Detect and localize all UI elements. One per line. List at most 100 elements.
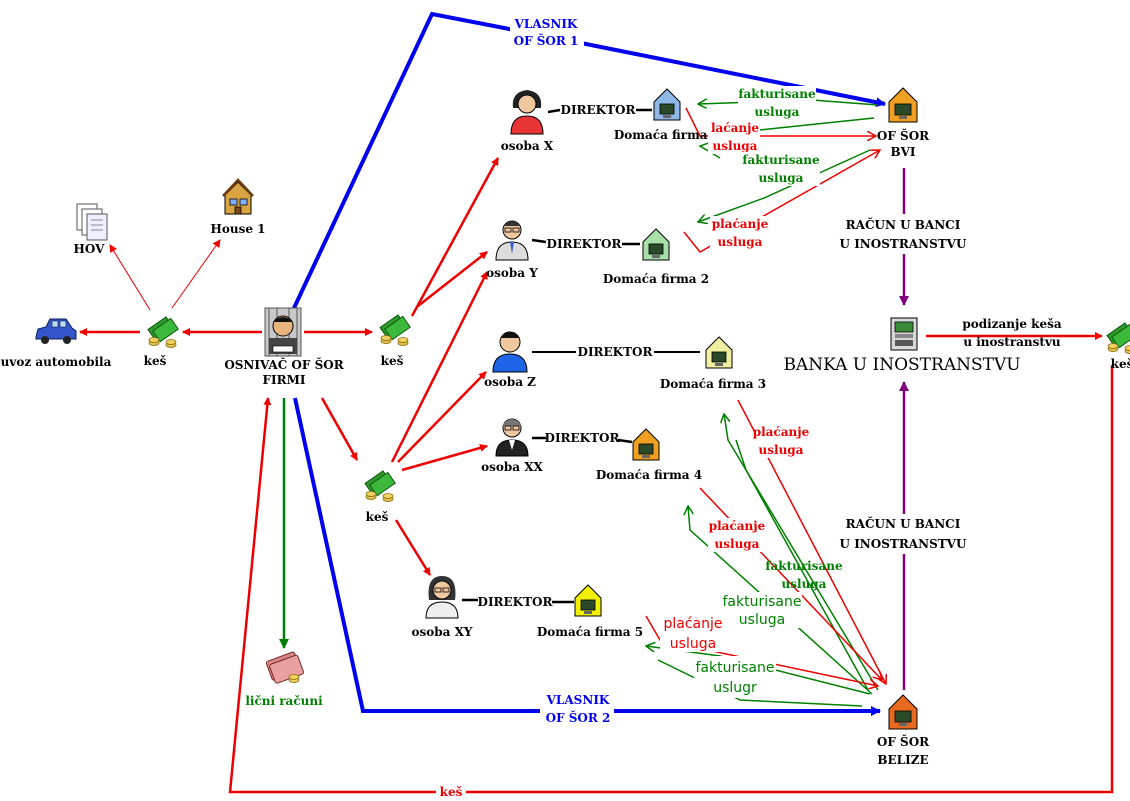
owner-1-label-line2: OF ŠOR 1	[514, 32, 579, 48]
car-label: uvoz automobila	[1, 355, 112, 369]
firm-2-label: Domaća firma 2	[603, 272, 709, 286]
cash-flow-founder-to-cash-lower	[320, 397, 359, 461]
cash-return-loop	[228, 365, 1114, 794]
offshore-bvi-icon	[888, 87, 918, 123]
cash-middle-label: keš	[381, 354, 404, 368]
director-label-z: DIREKTOR	[578, 345, 654, 359]
f3-payment-line1: plaćanje	[753, 425, 810, 439]
owner-2-label-line1: VLASNIK	[546, 693, 610, 707]
invoice-flow-belize-to-firm-5-b	[657, 659, 863, 707]
f2-payment-line2: usluga	[718, 235, 763, 249]
invoice-flow-belize-to-firm-3	[724, 414, 879, 691]
cash-left-label: keš	[144, 354, 167, 368]
hov-label: HOV	[74, 242, 106, 256]
f2-payment-line1: plaćanje	[712, 217, 769, 231]
withdraw-label-line2: u inostranstvu	[963, 335, 1061, 349]
osoba-y-icon	[495, 220, 529, 261]
founder-label-line2: FIRMI	[262, 373, 305, 387]
documents-icon	[76, 203, 108, 241]
f2-invoiced-line1: fakturisane	[742, 153, 820, 167]
offshore-bvi-label-line1: OF ŠOR	[877, 127, 930, 143]
osoba-x-icon	[510, 90, 544, 135]
director-label-xx: DIREKTOR	[545, 431, 621, 445]
cash-flow-cash-to-house	[171, 239, 221, 309]
f5-invoiced-b-line2: uslugr	[713, 680, 757, 696]
f1-invoiced-line1: fakturisane	[738, 87, 816, 101]
house-icon	[221, 178, 255, 216]
osoba-xx-icon	[495, 418, 529, 457]
firm-1-icon	[653, 88, 681, 121]
founder-prisoner-icon	[264, 307, 302, 357]
firm-1-label: Domaća firma 1	[614, 128, 720, 142]
firm-4-label: Domaća firma 4	[596, 468, 702, 482]
firm-3-label: Domaća firma 3	[660, 377, 766, 391]
personal-accounts-label: lični računi	[245, 694, 323, 708]
owner-1-label-line1: VLASNIK	[514, 17, 578, 31]
firm-2-icon	[642, 228, 670, 261]
bank-label: BANKA U INOSTRANSTVU	[783, 355, 1020, 375]
firm-5-label: Domaća firma 5	[537, 625, 643, 639]
firm-3-icon	[705, 336, 733, 369]
cash-flow-lower-to-osoba-y	[390, 271, 489, 463]
cash-lower-icon	[364, 470, 396, 502]
owner-2-label-line2: OF ŠOR 2	[546, 709, 611, 725]
osoba-xy-icon	[425, 576, 459, 619]
payment-flow-firm-1-to-bvi	[685, 107, 876, 136]
invoice-flow-bvi-to-firm-2	[698, 149, 871, 222]
f4-payment-line1: plaćanje	[709, 519, 766, 533]
house-label: House 1	[211, 222, 266, 236]
bank-icon	[890, 317, 918, 351]
f5-payment-line2: usluga	[670, 636, 716, 652]
f4-invoiced-line1: fakturisane	[765, 559, 843, 573]
f5-payment-line1: plaćanje	[663, 616, 722, 632]
firm-5-icon	[574, 584, 602, 617]
cash-flow-to-osoba-y	[417, 251, 488, 307]
f3-payment-line2: usluga	[759, 443, 804, 457]
car-icon	[35, 318, 77, 344]
cash-flow-lower-to-osoba-xx	[401, 444, 488, 472]
cash-middle-icon	[379, 314, 411, 346]
cash-bottom-label: keš	[440, 785, 463, 799]
invoice-flow-belize-to-firm-4	[688, 506, 873, 695]
bank-account-top-line2: U INOSTRANSTVU	[840, 237, 967, 251]
osoba-z-icon	[492, 331, 528, 373]
cash-lower-label: keš	[366, 510, 389, 524]
osoba-y-label: osoba Y	[486, 266, 538, 280]
cash-right-label: keš	[1111, 357, 1130, 371]
ownership-line-of-sor-2	[293, 397, 881, 716]
osoba-x-label: osoba X	[501, 139, 554, 153]
f1-payment-line1: laćanje	[711, 121, 759, 135]
director-link-y	[531, 238, 547, 244]
f1-payment-line2: usluga	[713, 139, 758, 153]
director-label-x: DIREKTOR	[561, 103, 637, 117]
osoba-xx-label: osoba XX	[481, 460, 543, 474]
ownership-line-of-sor-1	[292, 11, 886, 309]
director-link-x	[547, 108, 561, 114]
cash-flow-to-osoba-x	[410, 157, 500, 317]
withdraw-label-line1: podizanje keša	[962, 317, 1062, 331]
cash-flow-cash-to-hov	[109, 244, 151, 311]
personal-accounts-icon	[265, 651, 305, 684]
f1-invoiced-line2: usluga	[755, 105, 800, 119]
offshore-bvi-label-line2: BVI	[890, 145, 915, 159]
offshore-belize-icon	[888, 694, 918, 730]
f4-invoiced-line2: usluga	[782, 577, 827, 591]
director-link-xx-b	[617, 438, 633, 444]
f4-payment-line2: usluga	[715, 537, 760, 551]
bank-account-bottom-line2: U INOSTRANSTVU	[840, 537, 967, 551]
cash-left-icon	[147, 316, 179, 348]
director-label-y: DIREKTOR	[547, 237, 623, 251]
bank-account-top-line1: RAČUN U BANCI	[846, 216, 961, 232]
f5-invoiced-a-line2: usluga	[739, 612, 785, 628]
founder-label-line1: OSNIVAČ OF ŠOR	[224, 356, 344, 372]
osoba-z-label: osoba Z	[484, 375, 536, 389]
cash-flow-lower-to-osoba-xy	[394, 519, 432, 576]
offshore-belize-label-line1: OF ŠOR	[877, 733, 930, 749]
offshore-belize-label-line2: BELIZE	[877, 753, 928, 767]
f2-invoiced-line2: usluga	[759, 171, 804, 185]
cash-right-icon	[1106, 322, 1130, 354]
firm-4-icon	[632, 428, 660, 461]
bank-account-bottom-line1: RAČUN U BANCI	[846, 515, 961, 531]
osoba-xy-label: osoba XY	[412, 625, 473, 639]
